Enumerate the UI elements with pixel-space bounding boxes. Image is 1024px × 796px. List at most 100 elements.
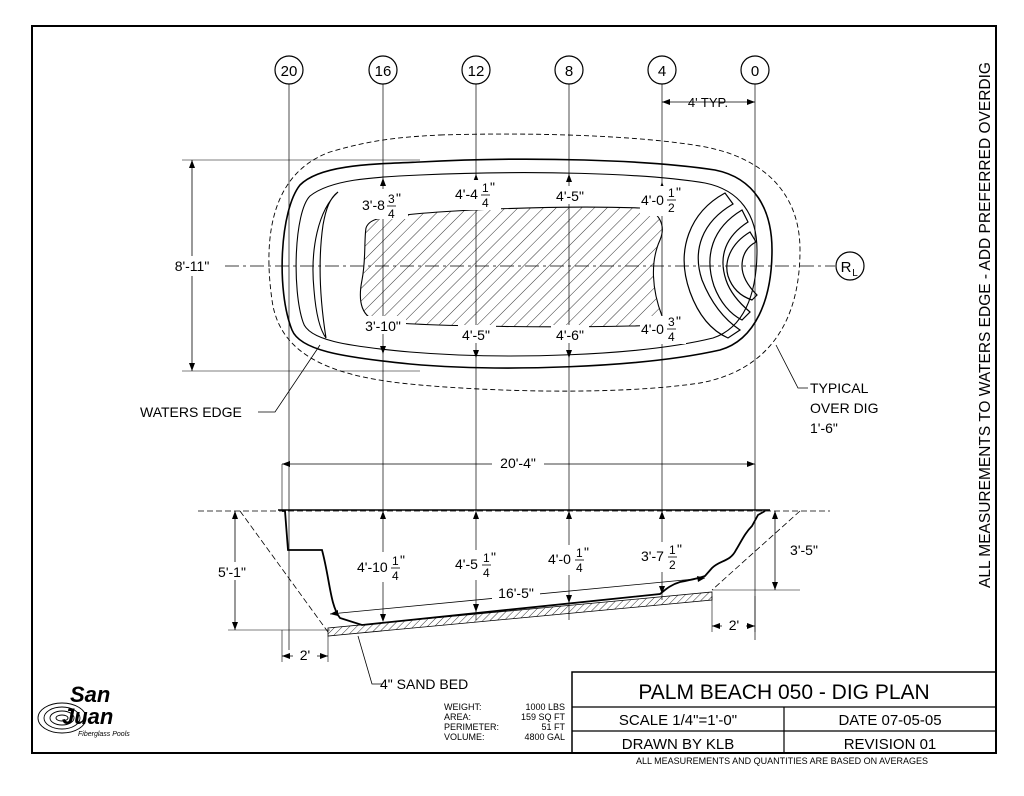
bottom-width-label: 4'-5": [462, 327, 490, 343]
svg-text:4: 4: [388, 207, 395, 221]
svg-text:1: 1: [482, 181, 489, 195]
svg-text:3'-7: 3'-7: [641, 548, 664, 564]
drawing-title: PALM BEACH 050 - DIG PLAN: [638, 681, 929, 704]
overdig-label-line: TYPICAL: [810, 380, 869, 396]
right-offset-label: 2': [729, 617, 739, 633]
san-juan-logo: San Juan Fiberglass Pools: [37, 682, 130, 738]
scale-label: SCALE 1/4"=1'-0": [619, 712, 737, 729]
spec-value: 51 FT: [541, 722, 565, 732]
spec-value: 159 SQ FT: [521, 712, 566, 722]
svg-text:4'-4: 4'-4: [455, 186, 478, 202]
deep-end-ledge: [312, 191, 339, 339]
svg-text:": ": [491, 549, 496, 565]
station-bubble: [274, 55, 304, 85]
title-block: PALM BEACH 050 - DIG PLAN SCALE 1/4"=1'-…: [571, 671, 997, 766]
svg-text:": ": [676, 184, 681, 200]
floor-length-dimension: 16'-5": [329, 576, 706, 616]
floor-length-label: 16'-5": [498, 585, 534, 601]
plan-bottom-widths: 3'-10" 4'-5" 4'-6" 4'-0 3 4 ": [360, 313, 686, 344]
typical-spacing-dimension: 4' TYP.: [662, 95, 755, 110]
centerline-sub: L: [852, 268, 858, 279]
bottom-width-label: 4'-0 3 4 ": [640, 313, 686, 344]
logo-line1: San: [70, 682, 110, 707]
svg-text:4'-5: 4'-5: [455, 556, 478, 572]
specs-table: WEIGHT: 1000 LBS AREA: 159 SQ FT PERIMET…: [444, 702, 566, 742]
station-bubble: [554, 55, 584, 85]
pool-floor-hatch: [359, 206, 663, 328]
svg-text:3'-8: 3'-8: [362, 197, 385, 213]
svg-text:4'-0: 4'-0: [641, 321, 664, 337]
svg-text:3: 3: [668, 315, 675, 329]
revision-label: REVISION 01: [844, 736, 937, 753]
station-bubble: [368, 55, 398, 85]
svg-text:4'-0: 4'-0: [548, 551, 571, 567]
svg-text:": ": [676, 313, 681, 329]
svg-text:": ": [396, 190, 401, 206]
deep-depth-label: 5'-1": [218, 564, 246, 580]
spec-label: WEIGHT:: [444, 702, 482, 712]
left-offset-dimension: 2': [281, 630, 329, 663]
sand-bed-callout: 4" SAND BED: [357, 635, 468, 692]
entry-steps: [683, 192, 758, 339]
overall-width-dimension: 8'-11": [165, 159, 420, 372]
bottom-width-label: 3'-10": [365, 318, 401, 334]
depth-label: 4'-5 1 4 ": [453, 549, 503, 580]
station-bubble: [740, 55, 770, 85]
svg-text:4: 4: [392, 569, 399, 583]
side-note: ALL MEASUREMENTS TO WATERS EDGE - ADD PR…: [977, 62, 994, 588]
overall-length-label: 20'-4": [500, 455, 536, 471]
centerline-label: R: [841, 259, 852, 276]
station-label: 4: [658, 63, 666, 80]
svg-text:": ": [584, 544, 589, 560]
svg-text:1: 1: [483, 551, 490, 565]
svg-text:4'-10: 4'-10: [357, 559, 388, 575]
spec-label: AREA:: [444, 712, 471, 722]
svg-text:1: 1: [392, 554, 399, 568]
overdig-outline: [268, 133, 801, 392]
spec-value: 1000 LBS: [525, 702, 565, 712]
typ-spacing-label: 4' TYP.: [688, 95, 728, 110]
date-label: DATE 07-05-05: [838, 712, 941, 729]
drawing-border: [31, 25, 997, 754]
svg-text:4: 4: [576, 561, 583, 575]
spec-label: VOLUME:: [444, 732, 485, 742]
svg-text:4'-0: 4'-0: [641, 192, 664, 208]
drawn-by-label: DRAWN BY KLB: [622, 736, 735, 753]
section-depths: 4'-10 1 4 " 4'-5 1 4 " 4'-0 1 4 " 3'-7 1: [355, 541, 689, 583]
depth-label: 3'-7 1 2 ": [639, 541, 689, 572]
svg-text:2: 2: [668, 201, 675, 215]
station-bubbles: 20 16 12 8 4 0: [274, 55, 770, 85]
sand-bed-label: 4" SAND BED: [380, 676, 468, 692]
footer-note: ALL MEASUREMENTS AND QUANTITIES ARE BASE…: [636, 756, 928, 766]
station-label: 12: [468, 63, 485, 80]
deep-depth-dimension: 5'-1": [212, 511, 330, 631]
overdig-label-line: 1'-6": [810, 420, 838, 436]
station-label: 16: [375, 63, 392, 80]
station-label: 0: [751, 63, 759, 80]
station-label: 20: [281, 63, 298, 80]
spec-label: PERIMETER:: [444, 722, 499, 732]
station-label: 8: [565, 63, 573, 80]
overdig-label-line: OVER DIG: [810, 400, 878, 416]
left-offset-label: 2': [300, 647, 310, 663]
svg-text:4: 4: [668, 330, 675, 344]
svg-text:": ": [490, 179, 495, 195]
waters-edge-label: WATERS EDGE: [140, 404, 242, 420]
waters-edge-outline: [295, 172, 758, 357]
svg-text:": ": [400, 552, 405, 568]
station-bubble: [461, 55, 491, 85]
section-depth-arrows: [380, 511, 665, 622]
svg-text:1: 1: [576, 546, 583, 560]
svg-text:4'-5": 4'-5": [556, 188, 584, 204]
top-width-label: 3'-8 3 4 ": [360, 189, 408, 221]
svg-text:4: 4: [483, 566, 490, 580]
pool-section-profile: [282, 510, 766, 626]
depth-label: 4'-10 1 4 ": [355, 552, 413, 583]
depth-label: 4'-0 1 4 ": [546, 544, 596, 575]
top-width-label: 4'-5": [551, 186, 589, 204]
svg-text:3: 3: [388, 192, 395, 206]
bottom-width-label: 4'-6": [556, 327, 584, 343]
right-offset-dimension: 2': [711, 596, 756, 633]
